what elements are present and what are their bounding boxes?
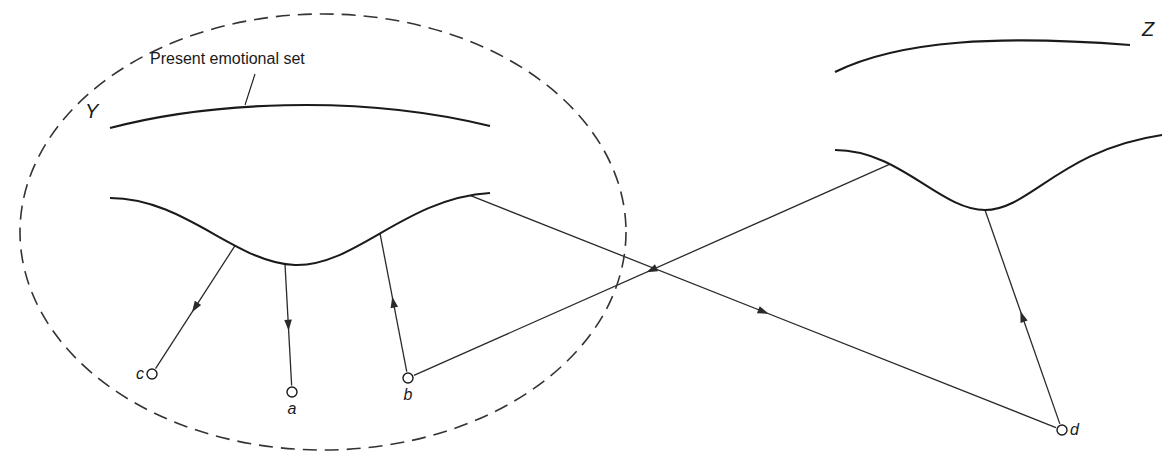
wavy-band-outline <box>105 48 495 284</box>
band-upper-line <box>835 40 1130 72</box>
leader-line <box>245 74 255 105</box>
band-lower-line <box>110 193 490 265</box>
connector-line <box>985 210 1060 424</box>
arrowhead <box>1020 311 1027 323</box>
dashed-outline <box>20 14 626 450</box>
node-circle <box>146 368 158 380</box>
band-upper-line <box>110 105 490 128</box>
node-label: a <box>288 400 297 418</box>
wavy-band: Z <box>832 14 1165 219</box>
arrowhead <box>391 297 398 309</box>
node-label: Present emotional set <box>150 50 305 68</box>
arrowhead <box>284 320 292 331</box>
arrowhead <box>646 264 658 272</box>
arrowhead <box>192 301 201 312</box>
node-circle <box>287 387 297 397</box>
wavy-band: Present emotional set <box>105 48 495 284</box>
node-circle <box>1056 424 1068 436</box>
dashed-region: Present emotional set c a b Y <box>18 12 628 452</box>
connector-line <box>380 233 407 371</box>
connector-line <box>285 264 292 385</box>
node-circle <box>147 369 157 379</box>
node-circle <box>286 386 298 398</box>
point-node: a <box>286 386 298 418</box>
node-circle <box>402 372 414 384</box>
wavy-band-outline <box>832 14 1165 219</box>
node-circle <box>403 373 413 383</box>
node-label: b <box>404 386 413 404</box>
band-lower-line <box>835 135 1162 210</box>
arrowhead <box>757 306 769 314</box>
node-label: Z <box>1142 18 1154 41</box>
node-label: c <box>136 365 144 383</box>
connector-line <box>156 246 235 369</box>
dashed-region-outline <box>18 12 628 452</box>
node-label: d <box>1070 421 1079 439</box>
connector-line <box>470 195 1056 427</box>
connector-line <box>414 164 890 375</box>
point-node: d <box>1056 421 1079 439</box>
node-label: Y <box>85 100 98 123</box>
point-node: b <box>402 372 414 404</box>
node-circle <box>1057 425 1067 435</box>
point-node: c <box>136 365 158 383</box>
